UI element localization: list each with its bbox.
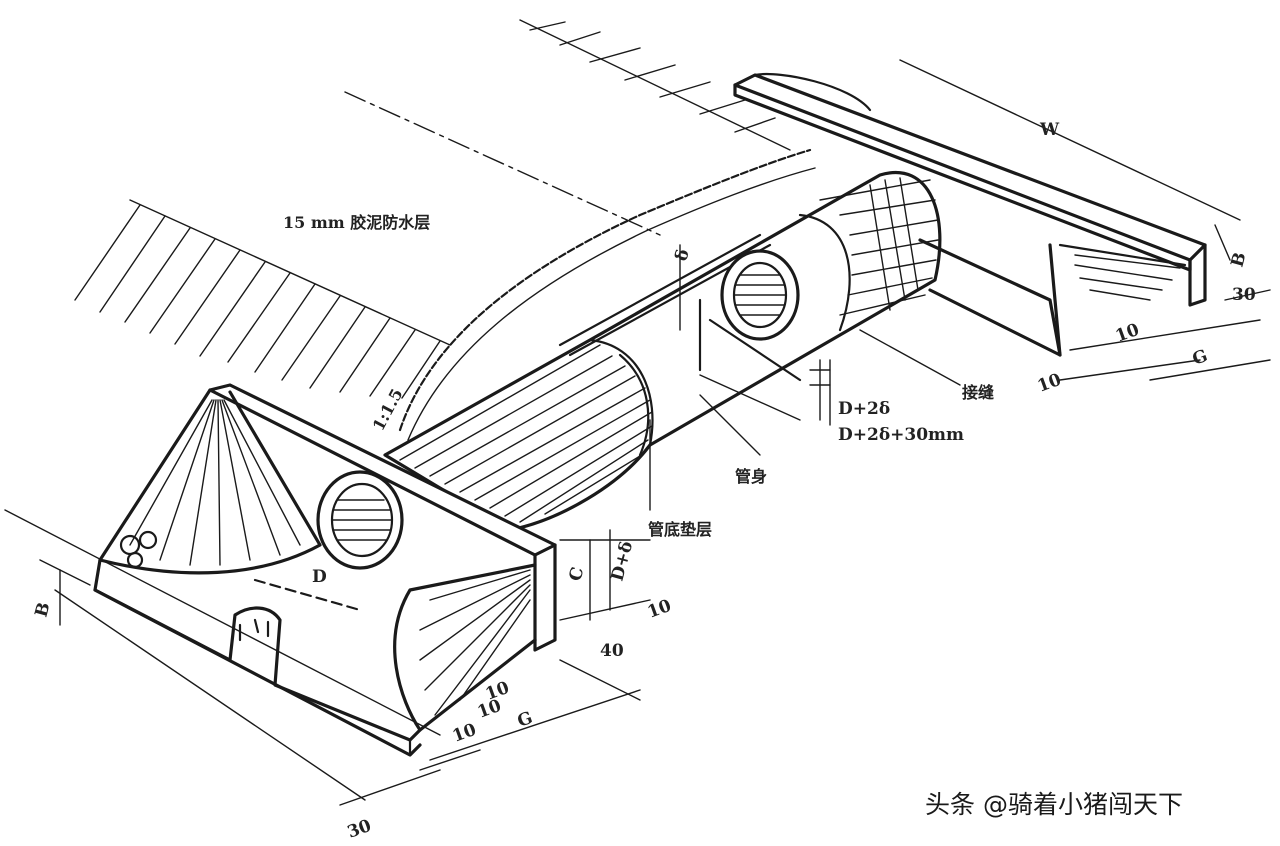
label-d-plus-2delta-30: D+2δ+30mm (838, 425, 964, 445)
headwall-left (93, 383, 557, 757)
label-dim-w: W (1039, 120, 1060, 140)
label-dim-10-bottom-b: 10 (450, 720, 479, 747)
embankment-arc (344, 91, 816, 441)
label-dim-10-right-a: 10 (1113, 320, 1142, 347)
label-joint: 接缝 (962, 383, 994, 402)
label-dim-g-left: G (515, 708, 535, 732)
label-waterproof-layer: 15 mm 胶泥防水层 (283, 213, 430, 232)
label-dim-c: C (566, 565, 589, 583)
label-dim-d: D (312, 567, 327, 587)
label-dim-b-left: B (32, 600, 55, 619)
label-dim-10-front-b: 10 (483, 678, 512, 705)
label-dim-10-right-b: 10 (1035, 370, 1064, 397)
embankment-hatching-left (74, 199, 451, 399)
label-dim-40: 40 (600, 641, 624, 661)
watermark: 头条 @骑着小猪闯天下 (925, 790, 1183, 819)
headwall-right (698, 73, 1207, 382)
label-pipe-bedding: 管底垫层 (648, 520, 712, 539)
label-dim-b-right: B (1228, 250, 1251, 269)
dimension-lines (4, 59, 1271, 806)
label-pipe-body: 管身 (735, 467, 767, 486)
label-dim-30-left: 30 (345, 816, 374, 843)
label-delta: δ (672, 247, 694, 263)
label-d-plus-2delta: D+2δ (838, 399, 890, 419)
label-dim-g-right: G (1190, 346, 1210, 370)
embankment-hatching-top (519, 19, 791, 151)
pipe-barrel (383, 171, 942, 532)
label-dim-d-plus-delta: D+δ (608, 539, 638, 583)
label-dim-30-right: 30 (1232, 285, 1256, 305)
